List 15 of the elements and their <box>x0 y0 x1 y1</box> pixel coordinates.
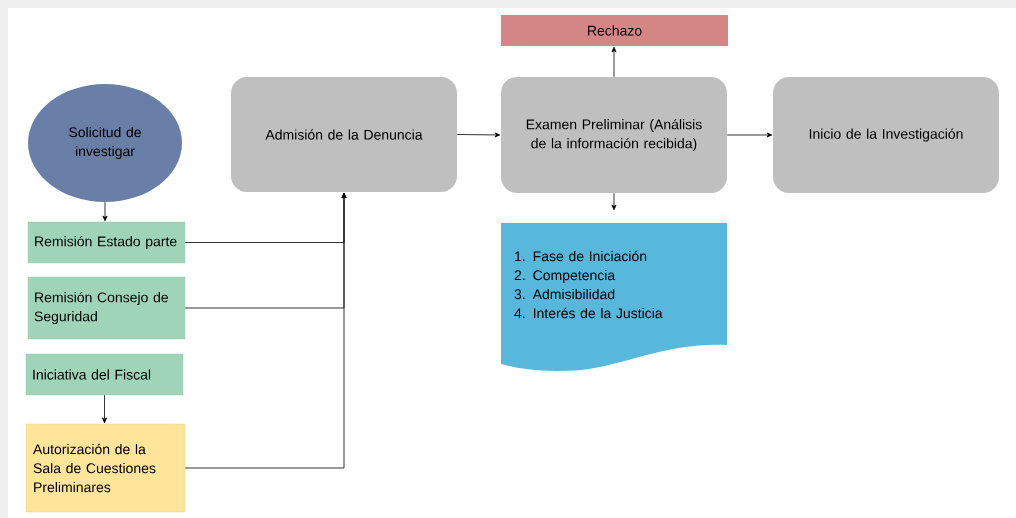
arrow <box>611 192 617 211</box>
arrow <box>102 394 107 424</box>
arrow <box>726 132 773 138</box>
arrow <box>456 132 501 138</box>
source-box: Remisión Consejo de Seguridad <box>27 276 186 340</box>
arrow <box>102 201 108 222</box>
outcome-box: Rechazo <box>501 15 728 46</box>
process-box: Admisión de la Denuncia <box>231 77 457 192</box>
process-box: Examen Preliminar (Análisis de la información recibida) <box>501 77 727 193</box>
process-box: Inicio de la Investigación <box>773 77 999 193</box>
source-box: Autorización de la Sala de Cuestiones Preliminares <box>25 423 186 513</box>
source-box: Remisión Estado parte <box>27 221 186 264</box>
source-box: Iniciativa del Fiscal <box>25 353 184 396</box>
arrow <box>184 192 347 469</box>
arrow <box>611 46 617 78</box>
